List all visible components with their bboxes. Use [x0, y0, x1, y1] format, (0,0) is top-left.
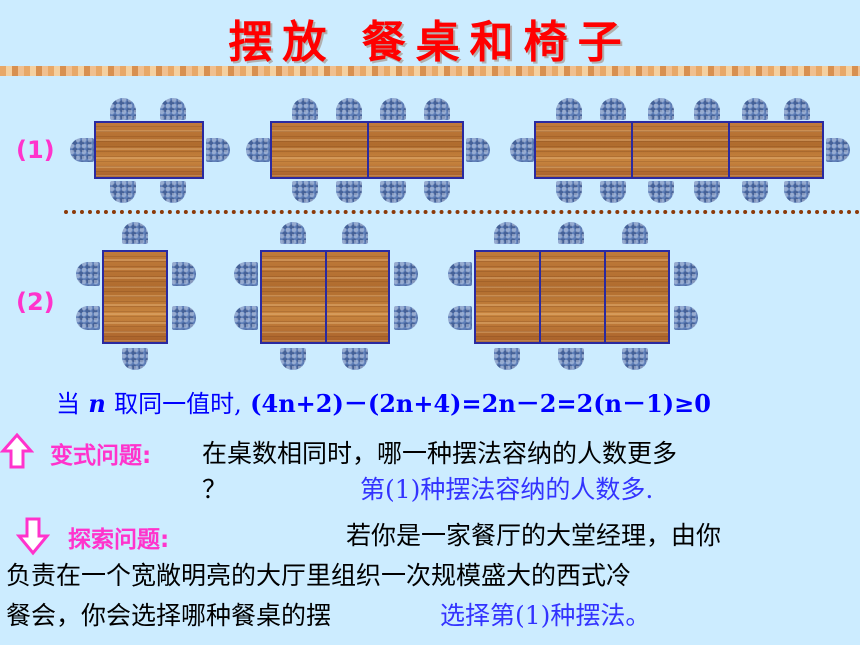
chair: [336, 98, 362, 120]
chair: [494, 222, 520, 244]
explore-answer: 选择第(1)种摆法。: [440, 601, 651, 630]
dining-table: [534, 121, 824, 179]
page-title: 摆放 餐桌和椅子: [228, 17, 632, 68]
chair: [342, 348, 368, 370]
row-label-2: (2): [16, 288, 55, 316]
dining-table: [102, 250, 168, 344]
row1-arrangements: [0, 0, 860, 210]
chair: [122, 348, 148, 370]
chair: [448, 262, 472, 286]
chair: [206, 138, 230, 162]
chair: [110, 98, 136, 120]
chair: [76, 306, 100, 330]
separator-line: [64, 210, 860, 214]
chair: [558, 348, 584, 370]
chair: [342, 222, 368, 244]
chair: [510, 138, 534, 162]
chair: [558, 222, 584, 244]
chair: [742, 181, 768, 203]
chair: [160, 181, 186, 203]
chair: [110, 181, 136, 203]
chair: [172, 306, 196, 330]
dining-table: [270, 121, 464, 179]
chair: [246, 138, 270, 162]
variant-question-end: ？: [202, 475, 228, 504]
explore-label: 探索问题:: [68, 527, 170, 553]
chair: [424, 181, 450, 203]
chair: [742, 98, 768, 120]
explore-line2: 负责在一个宽敞明亮的大厅里组织一次规模盛大的西式冷: [6, 561, 632, 590]
chair: [694, 98, 720, 120]
chair: [394, 262, 418, 286]
formula-middle: 取同一值时,: [114, 390, 242, 418]
chair: [600, 181, 626, 203]
chair: [336, 181, 362, 203]
row2-arrangements: [0, 210, 860, 380]
chair: [648, 181, 674, 203]
chair: [280, 222, 306, 244]
explore-line1: 若你是一家餐厅的大堂经理，由你: [346, 521, 722, 550]
formula-line: 当 n 取同一值时, (4n+2)－(2n+4)=2n－2=2(n－1)≥0: [56, 384, 711, 419]
formula-prefix: 当: [56, 390, 80, 418]
variant-label: 变式问题:: [50, 443, 152, 469]
chair: [448, 306, 472, 330]
chair: [466, 138, 490, 162]
chair: [674, 306, 698, 330]
down-arrow-icon: [16, 517, 50, 556]
chair: [556, 98, 582, 120]
chair: [380, 98, 406, 120]
variant-answer: 第(1)种摆法容纳的人数多.: [360, 475, 654, 504]
up-arrow-icon: [0, 432, 34, 469]
chair: [674, 262, 698, 286]
chair: [292, 181, 318, 203]
dining-table: [260, 250, 390, 344]
chair: [234, 306, 258, 330]
chair: [648, 98, 674, 120]
chair: [622, 348, 648, 370]
chair: [784, 98, 810, 120]
decorative-bar: [0, 66, 860, 76]
chair: [622, 222, 648, 244]
chair: [380, 181, 406, 203]
chair: [70, 138, 94, 162]
chair: [394, 306, 418, 330]
chair: [234, 262, 258, 286]
dining-table: [474, 250, 670, 344]
chair: [600, 98, 626, 120]
chair: [160, 98, 186, 120]
chair: [172, 262, 196, 286]
chair: [494, 348, 520, 370]
chair: [292, 98, 318, 120]
variant-question: 在桌数相同时，哪一种摆法容纳的人数更多: [202, 439, 678, 468]
chair: [280, 348, 306, 370]
chair: [424, 98, 450, 120]
chair: [122, 222, 148, 244]
row-label-1: (1): [16, 136, 55, 164]
dining-table: [94, 121, 204, 179]
chair: [826, 138, 850, 162]
chair: [76, 262, 100, 286]
formula-var: n: [88, 389, 106, 418]
explore-line3: 餐会，你会选择哪种餐桌的摆: [6, 601, 332, 630]
formula-expression: (4n+2)－(2n+4)=2n－2=2(n－1)≥0: [250, 389, 711, 418]
chair: [694, 181, 720, 203]
chair: [556, 181, 582, 203]
chair: [784, 181, 810, 203]
